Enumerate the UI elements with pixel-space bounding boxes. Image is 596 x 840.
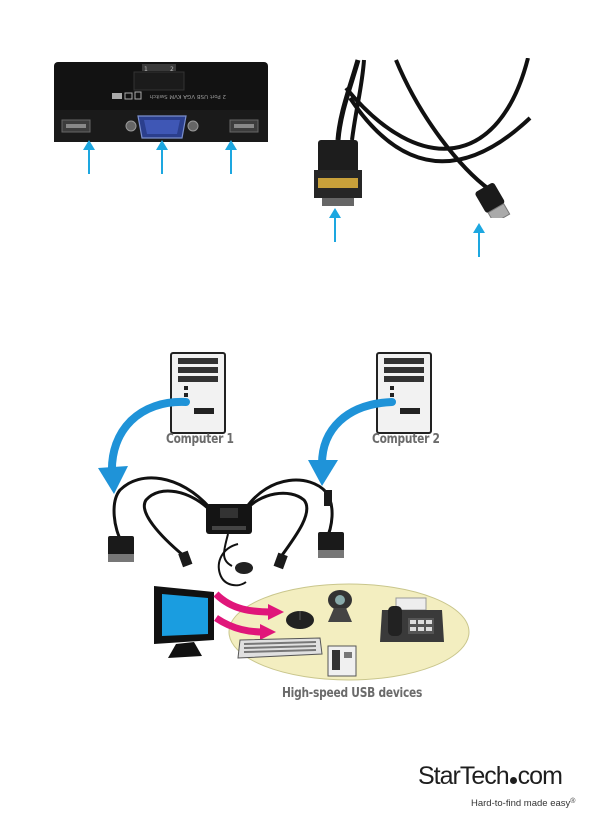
monitor-icon — [148, 582, 220, 662]
usb-devices-label: High-speed USB devices — [282, 686, 422, 701]
fax-machine-icon — [378, 596, 446, 648]
svg-text:2: 2 — [170, 66, 174, 73]
brand-tagline-text: Hard-to-find made easy — [471, 798, 570, 809]
usb-connector-arrow — [472, 223, 486, 257]
vga-port-arrow — [155, 140, 169, 174]
svg-text:1: 1 — [144, 66, 148, 73]
vga-connector-arrow — [328, 208, 342, 242]
brand-tagline: Hard-to-find made easy® — [471, 798, 575, 809]
mouse-icon — [284, 608, 316, 630]
kvm-cable-illustration — [300, 58, 540, 218]
usb-port-arrow-left — [82, 140, 96, 174]
brand-name-part1: StarTech — [418, 762, 509, 790]
brand-name-part2: com — [518, 762, 562, 790]
brand-name: StarTech com — [418, 762, 562, 791]
device-pointer-arrows — [212, 590, 292, 640]
usb-port-arrow-right — [224, 140, 238, 174]
brand-dot-icon — [510, 777, 517, 784]
card-reader-icon — [326, 644, 358, 678]
webcam-icon — [320, 588, 360, 626]
keyboard-icon — [236, 636, 324, 660]
registered-mark: ® — [570, 798, 575, 805]
kvm-device-label: 2 Port USB VGA KVM Switch — [149, 93, 226, 99]
